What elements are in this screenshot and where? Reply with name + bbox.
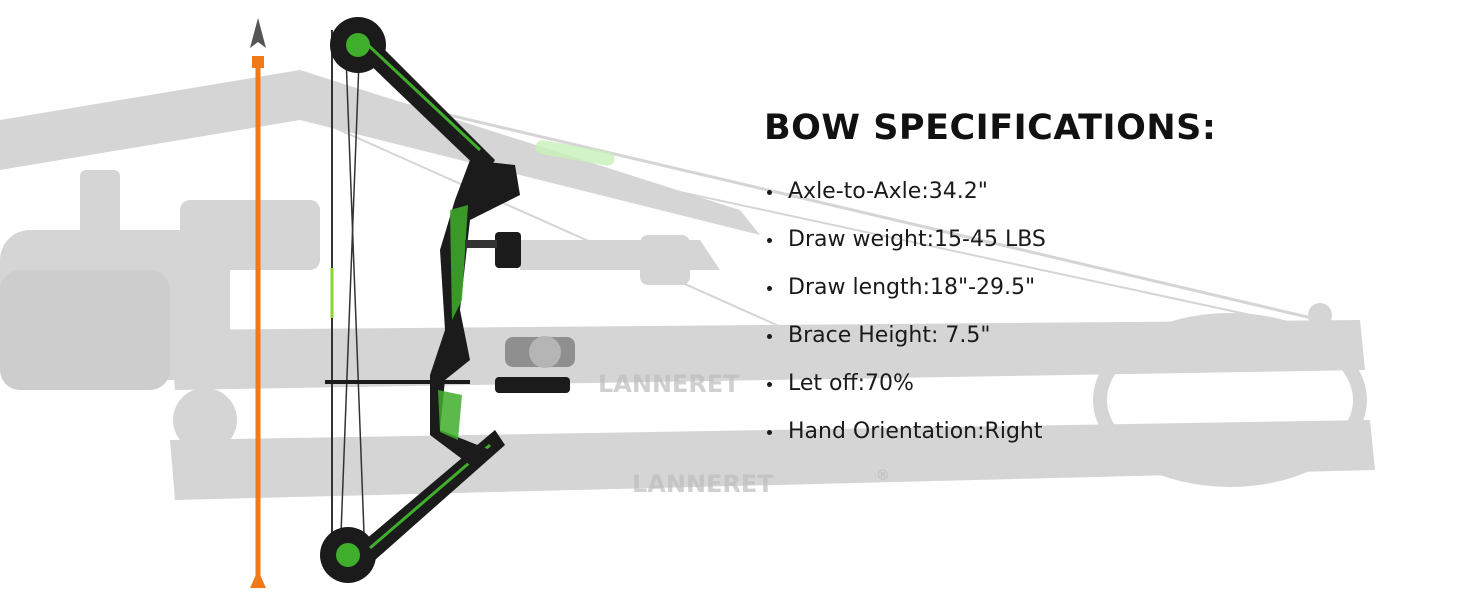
specs-title: BOW SPECIFICATIONS: — [764, 108, 1217, 148]
bow-specifications-panel: BOW SPECIFICATIONS: Axle-to-Axle:34.2" D… — [764, 108, 1364, 456]
spec-draw-weight: Draw weight:15-45 LBS — [764, 216, 1364, 264]
spec-draw-length: Draw length:18"-29.5" — [764, 264, 1364, 312]
spec-brace-height: Brace Height: 7.5" — [764, 312, 1364, 360]
background-brand-lower: LANNERET — [632, 470, 774, 498]
spec-axle-to-axle: Axle-to-Axle:34.2" — [764, 168, 1364, 216]
background-registered-mark: ® — [876, 468, 890, 484]
spec-hand-orientation: Hand Orientation:Right — [764, 408, 1364, 456]
background-brand-upper: LANNERET — [598, 370, 740, 398]
spec-let-off: Let off:70% — [764, 360, 1364, 408]
arrow — [250, 18, 266, 588]
specs-list: Axle-to-Axle:34.2" Draw weight:15-45 LBS… — [764, 168, 1364, 456]
